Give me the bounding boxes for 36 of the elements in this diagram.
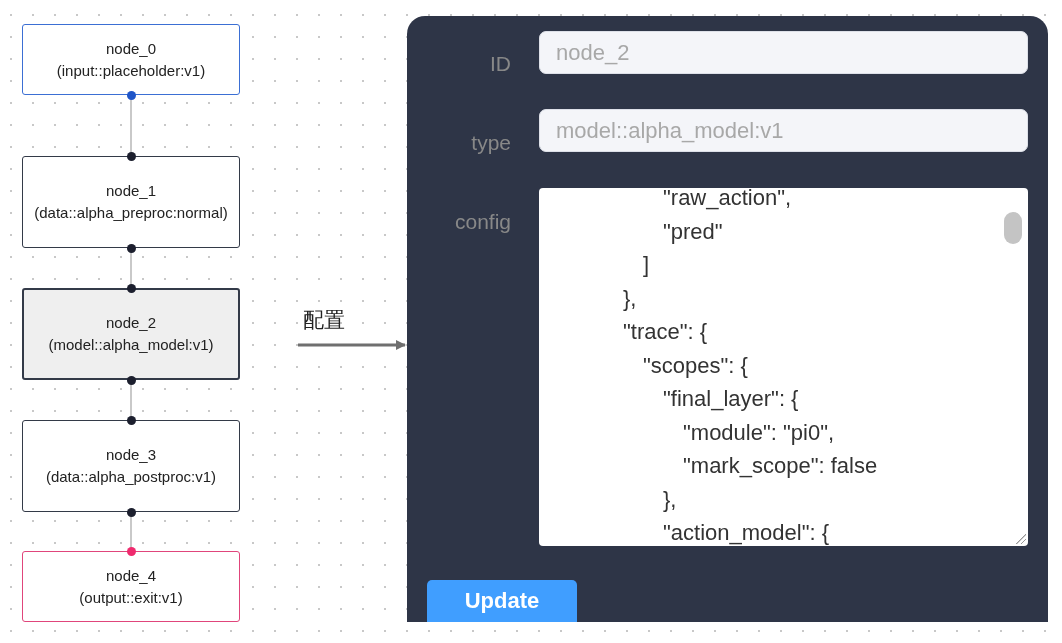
code-line: "trace": { <box>623 318 708 346</box>
arrow <box>298 340 406 350</box>
field-label: config <box>453 210 511 234</box>
process-box <box>22 24 240 95</box>
input-field: model::alpha_model:v1 <box>539 109 1028 152</box>
node-type: (data::alpha_preproc:normal) <box>34 203 228 223</box>
node-title: node_1 <box>105 181 157 201</box>
node-type: (input::placeholder:v1) <box>56 60 206 81</box>
process-box <box>22 420 240 512</box>
node-type: (model::alpha_model:v1) <box>48 335 214 355</box>
code-line: "module": "pi0", <box>683 418 835 447</box>
node-title: node_4 <box>105 565 157 586</box>
code-line: "mark_scope": false <box>683 452 878 480</box>
code-line: "scopes": { <box>643 351 748 380</box>
field-label: type <box>470 131 511 155</box>
code-line: }, <box>623 284 637 313</box>
edge-label: 配置 <box>303 307 345 333</box>
node-title: node_3 <box>105 445 157 465</box>
code-line: "action_model": { <box>663 519 830 546</box>
code-line: }, <box>663 485 677 514</box>
process-box <box>22 288 240 380</box>
field-label: ID <box>489 52 511 76</box>
code-line: "raw_action", <box>663 188 792 212</box>
node-title: node_0 <box>105 38 157 59</box>
input-field: node_2 <box>539 31 1028 74</box>
node-title: node_2 <box>105 313 157 333</box>
code-line: "pred" <box>663 217 723 246</box>
code-line: ] <box>643 251 650 279</box>
process-box <box>22 156 240 248</box>
process-box <box>22 551 240 622</box>
code-line: "final_layer": { <box>663 385 799 413</box>
node-type: (data::alpha_postproc:v1) <box>45 467 217 487</box>
node-type: (output::exit:v1) <box>79 587 183 608</box>
update-button: Update <box>427 580 577 622</box>
panel-background <box>407 16 1048 622</box>
code-editor <box>539 188 1028 546</box>
